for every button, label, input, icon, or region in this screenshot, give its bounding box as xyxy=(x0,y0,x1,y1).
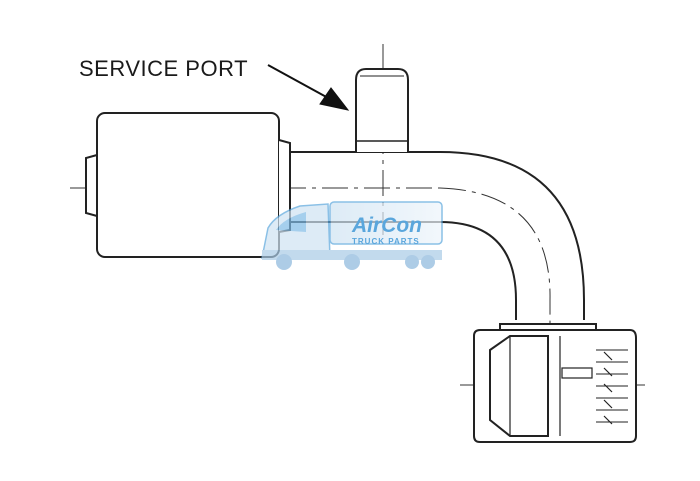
tube-outer-wall xyxy=(290,151,585,320)
truck-windshield xyxy=(276,212,306,232)
truck-wheel-rear2 xyxy=(421,255,435,269)
service-port-label: SERVICE PORT xyxy=(79,56,249,81)
service-port-cap xyxy=(355,68,409,152)
ferrule-sleeve xyxy=(85,112,291,258)
truck-trailer xyxy=(329,201,443,245)
swivel-nut xyxy=(473,323,637,443)
ferrule-body xyxy=(96,112,280,258)
watermark-tagline: TRUCK PARTS xyxy=(352,237,420,246)
truck-watermark xyxy=(261,201,443,270)
bend-centerline xyxy=(439,187,551,446)
callout-arrow xyxy=(267,64,350,111)
service-port xyxy=(355,68,409,152)
nut-threads xyxy=(596,349,628,423)
tube-bend xyxy=(290,151,585,320)
watermark-brand: AirCon xyxy=(351,214,422,237)
thread-hatch xyxy=(603,351,613,425)
truck-wheel-front xyxy=(276,254,292,270)
nut-seat xyxy=(561,367,593,379)
tube-inner-wall xyxy=(290,221,517,320)
truck-wheel-rear1 xyxy=(405,255,419,269)
truck-wheel-mid xyxy=(344,254,360,270)
nut-body xyxy=(473,329,637,443)
hose-stub xyxy=(85,154,98,217)
